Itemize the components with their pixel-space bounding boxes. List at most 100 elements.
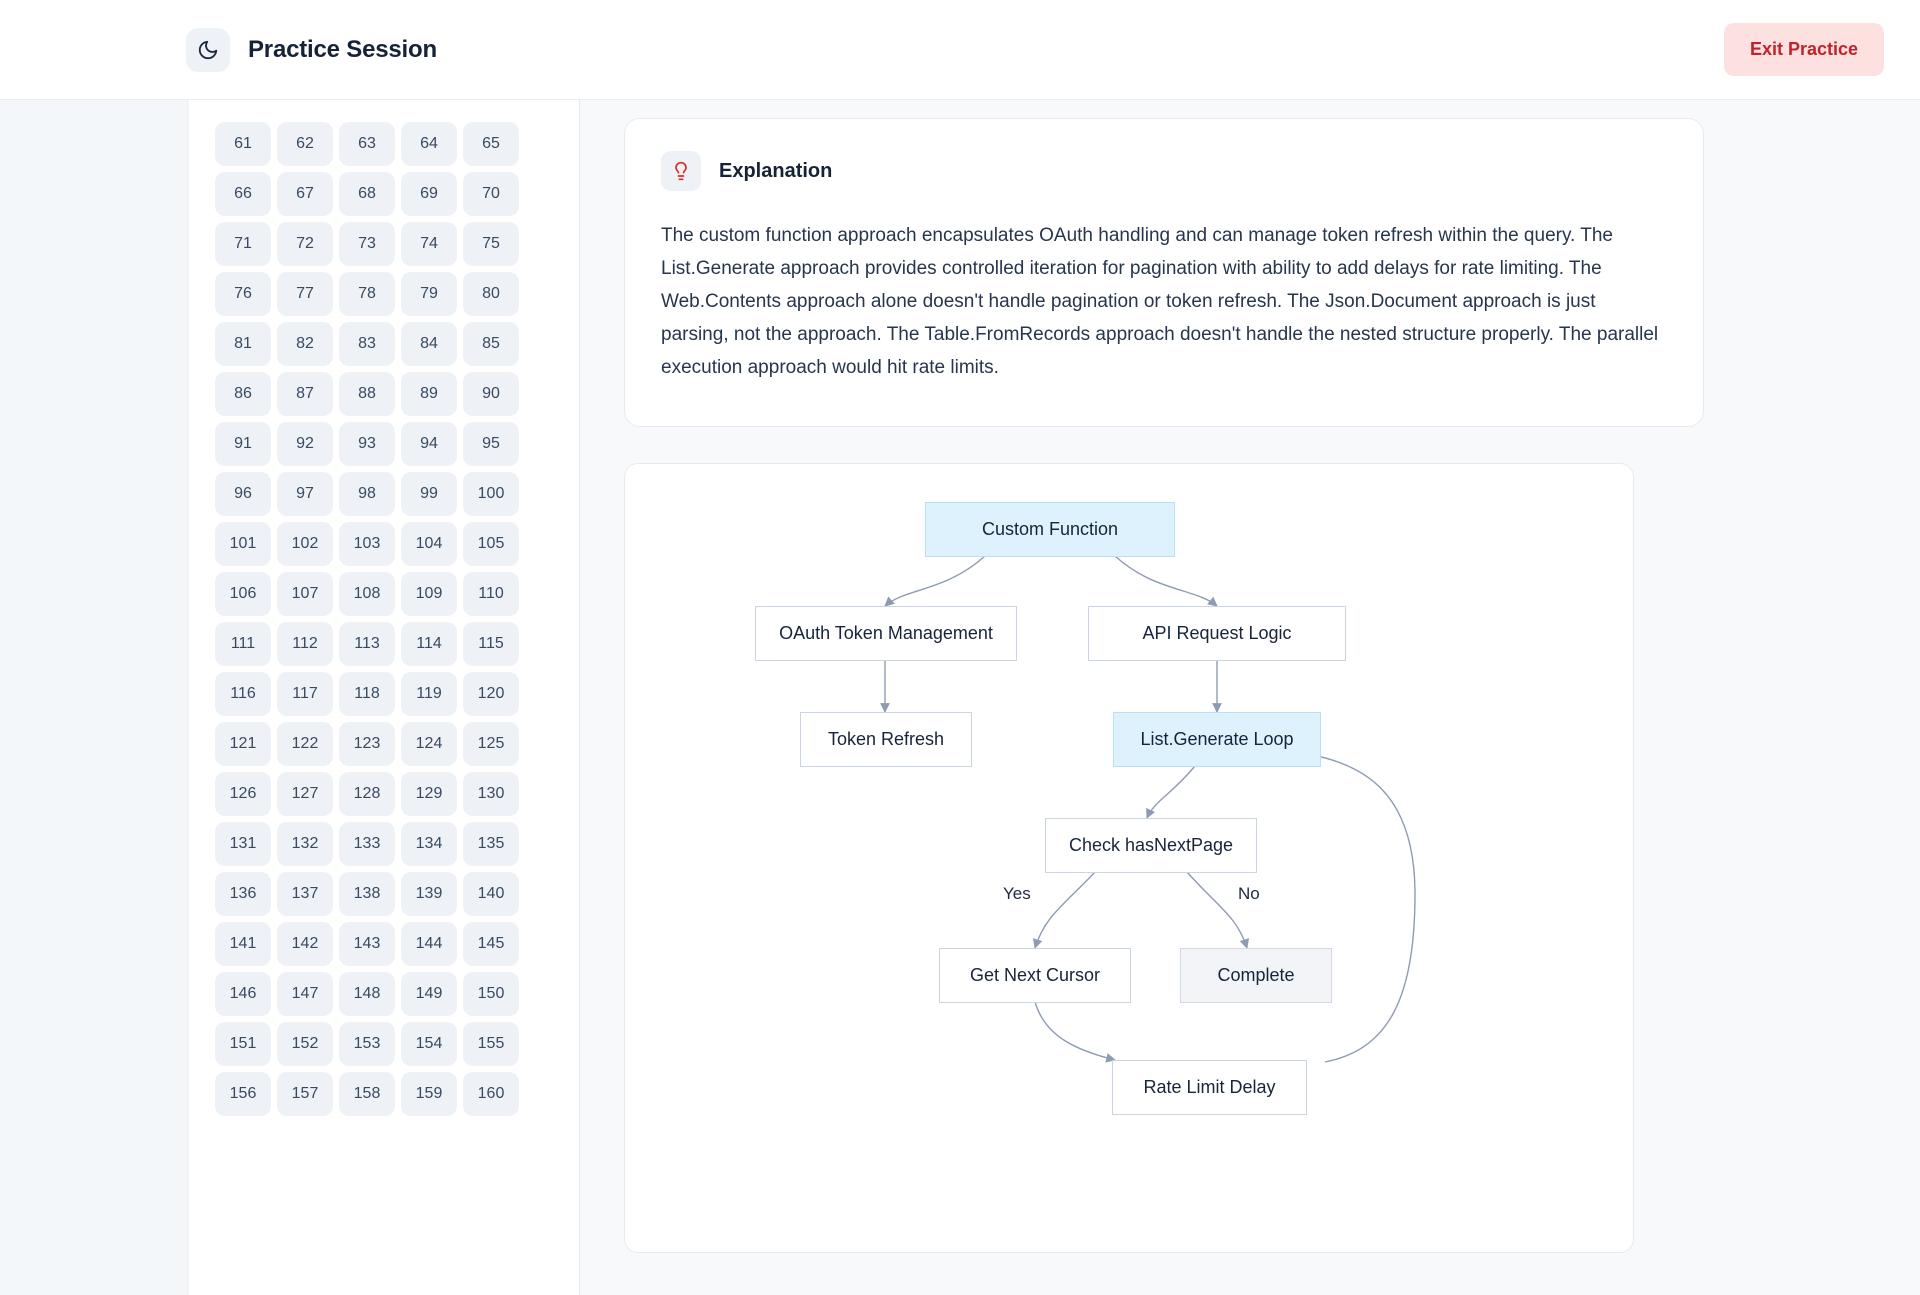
node-complete[interactable]: Complete [1180,948,1332,1003]
question-number-98[interactable]: 98 [339,472,395,516]
question-number-141[interactable]: 141 [215,922,271,966]
node-oauth-token-management[interactable]: OAuth Token Management [755,606,1017,661]
question-number-154[interactable]: 154 [401,1022,457,1066]
question-number-109[interactable]: 109 [401,572,457,616]
question-number-76[interactable]: 76 [215,272,271,316]
question-number-144[interactable]: 144 [401,922,457,966]
question-number-133[interactable]: 133 [339,822,395,866]
question-number-139[interactable]: 139 [401,872,457,916]
question-number-155[interactable]: 155 [463,1022,519,1066]
question-number-91[interactable]: 91 [215,422,271,466]
question-number-74[interactable]: 74 [401,222,457,266]
question-number-145[interactable]: 145 [463,922,519,966]
question-number-82[interactable]: 82 [277,322,333,366]
question-number-93[interactable]: 93 [339,422,395,466]
question-number-140[interactable]: 140 [463,872,519,916]
question-number-104[interactable]: 104 [401,522,457,566]
question-number-107[interactable]: 107 [277,572,333,616]
question-number-95[interactable]: 95 [463,422,519,466]
question-number-152[interactable]: 152 [277,1022,333,1066]
node-api-request-logic[interactable]: API Request Logic [1088,606,1346,661]
question-number-159[interactable]: 159 [401,1072,457,1116]
question-number-124[interactable]: 124 [401,722,457,766]
question-number-71[interactable]: 71 [215,222,271,266]
question-number-142[interactable]: 142 [277,922,333,966]
question-number-151[interactable]: 151 [215,1022,271,1066]
question-number-105[interactable]: 105 [463,522,519,566]
question-number-132[interactable]: 132 [277,822,333,866]
question-number-127[interactable]: 127 [277,772,333,816]
question-number-146[interactable]: 146 [215,972,271,1016]
question-number-148[interactable]: 148 [339,972,395,1016]
question-number-136[interactable]: 136 [215,872,271,916]
node-custom-function[interactable]: Custom Function [925,502,1175,557]
question-number-160[interactable]: 160 [463,1072,519,1116]
question-number-62[interactable]: 62 [277,122,333,166]
question-number-135[interactable]: 135 [463,822,519,866]
question-number-92[interactable]: 92 [277,422,333,466]
question-number-88[interactable]: 88 [339,372,395,416]
question-number-131[interactable]: 131 [215,822,271,866]
question-number-108[interactable]: 108 [339,572,395,616]
question-number-134[interactable]: 134 [401,822,457,866]
question-number-79[interactable]: 79 [401,272,457,316]
question-number-84[interactable]: 84 [401,322,457,366]
question-number-96[interactable]: 96 [215,472,271,516]
question-number-126[interactable]: 126 [215,772,271,816]
question-number-153[interactable]: 153 [339,1022,395,1066]
question-number-112[interactable]: 112 [277,622,333,666]
question-number-113[interactable]: 113 [339,622,395,666]
node-token-refresh[interactable]: Token Refresh [800,712,972,767]
question-number-81[interactable]: 81 [215,322,271,366]
question-number-80[interactable]: 80 [463,272,519,316]
question-number-68[interactable]: 68 [339,172,395,216]
question-number-97[interactable]: 97 [277,472,333,516]
question-number-103[interactable]: 103 [339,522,395,566]
moon-icon[interactable] [186,27,230,72]
question-number-129[interactable]: 129 [401,772,457,816]
question-number-121[interactable]: 121 [215,722,271,766]
question-number-64[interactable]: 64 [401,122,457,166]
question-number-77[interactable]: 77 [277,272,333,316]
question-number-106[interactable]: 106 [215,572,271,616]
question-number-125[interactable]: 125 [463,722,519,766]
node-list-generate-loop[interactable]: List.Generate Loop [1113,712,1321,767]
question-number-85[interactable]: 85 [463,322,519,366]
question-number-100[interactable]: 100 [463,472,519,516]
question-number-128[interactable]: 128 [339,772,395,816]
question-number-143[interactable]: 143 [339,922,395,966]
question-number-110[interactable]: 110 [463,572,519,616]
question-number-116[interactable]: 116 [215,672,271,716]
question-number-87[interactable]: 87 [277,372,333,416]
question-number-117[interactable]: 117 [277,672,333,716]
question-number-89[interactable]: 89 [401,372,457,416]
question-number-111[interactable]: 111 [215,622,271,666]
question-number-63[interactable]: 63 [339,122,395,166]
question-number-130[interactable]: 130 [463,772,519,816]
question-number-150[interactable]: 150 [463,972,519,1016]
question-number-83[interactable]: 83 [339,322,395,366]
question-number-78[interactable]: 78 [339,272,395,316]
question-number-90[interactable]: 90 [463,372,519,416]
question-number-119[interactable]: 119 [401,672,457,716]
question-number-65[interactable]: 65 [463,122,519,166]
question-number-123[interactable]: 123 [339,722,395,766]
question-number-115[interactable]: 115 [463,622,519,666]
question-number-157[interactable]: 157 [277,1072,333,1116]
question-number-138[interactable]: 138 [339,872,395,916]
question-number-118[interactable]: 118 [339,672,395,716]
question-number-147[interactable]: 147 [277,972,333,1016]
question-number-70[interactable]: 70 [463,172,519,216]
question-number-99[interactable]: 99 [401,472,457,516]
question-number-137[interactable]: 137 [277,872,333,916]
exit-practice-button[interactable]: Exit Practice [1723,23,1884,76]
question-number-61[interactable]: 61 [215,122,271,166]
question-number-75[interactable]: 75 [463,222,519,266]
question-number-72[interactable]: 72 [277,222,333,266]
question-number-156[interactable]: 156 [215,1072,271,1116]
question-number-66[interactable]: 66 [215,172,271,216]
node-check-hasnextpage[interactable]: Check hasNextPage [1045,818,1257,873]
question-number-120[interactable]: 120 [463,672,519,716]
node-rate-limit-delay[interactable]: Rate Limit Delay [1112,1060,1307,1115]
